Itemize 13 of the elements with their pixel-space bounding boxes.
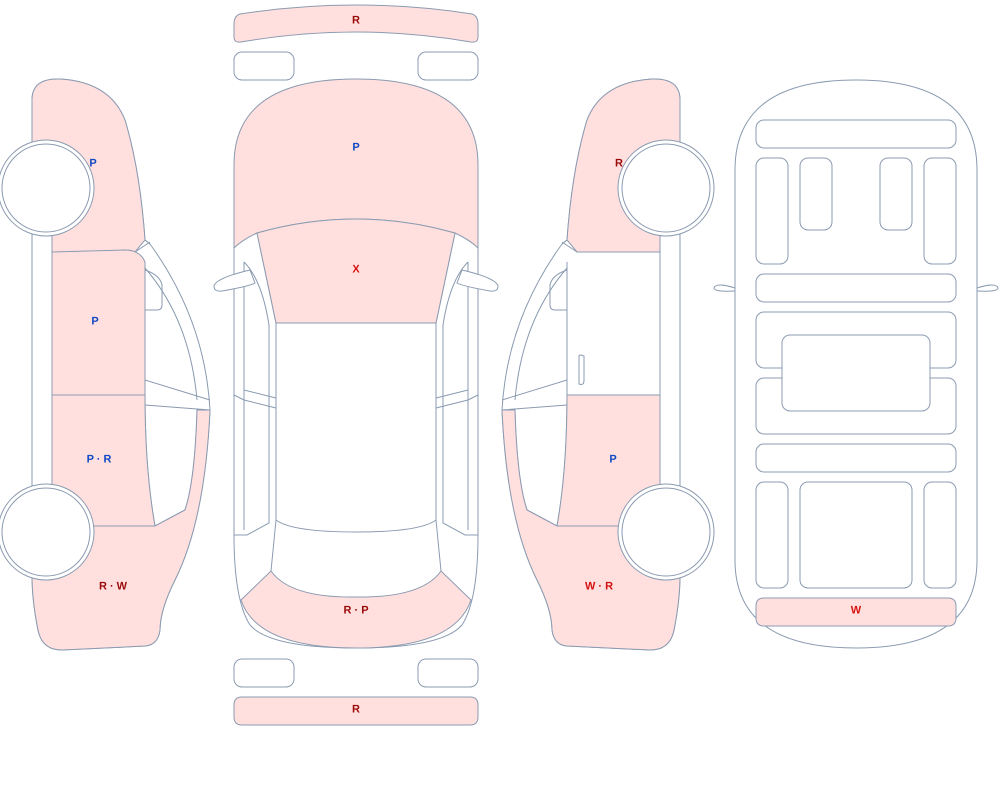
panel-label: P (352, 142, 360, 154)
panel-label: P · R (86, 454, 112, 466)
panel-label: P (91, 316, 99, 328)
panel-label: R (615, 158, 623, 170)
panel-label: P (609, 454, 617, 466)
panel-label: R (352, 16, 360, 26)
panel-label: W · R (584, 582, 614, 592)
panel-label: R · P (343, 606, 369, 616)
panel-label: P (89, 158, 97, 170)
panel-label: X (352, 264, 360, 276)
panel-label: R · W (98, 582, 128, 592)
panel-label: R (352, 704, 360, 716)
panel-label: W (850, 606, 862, 616)
